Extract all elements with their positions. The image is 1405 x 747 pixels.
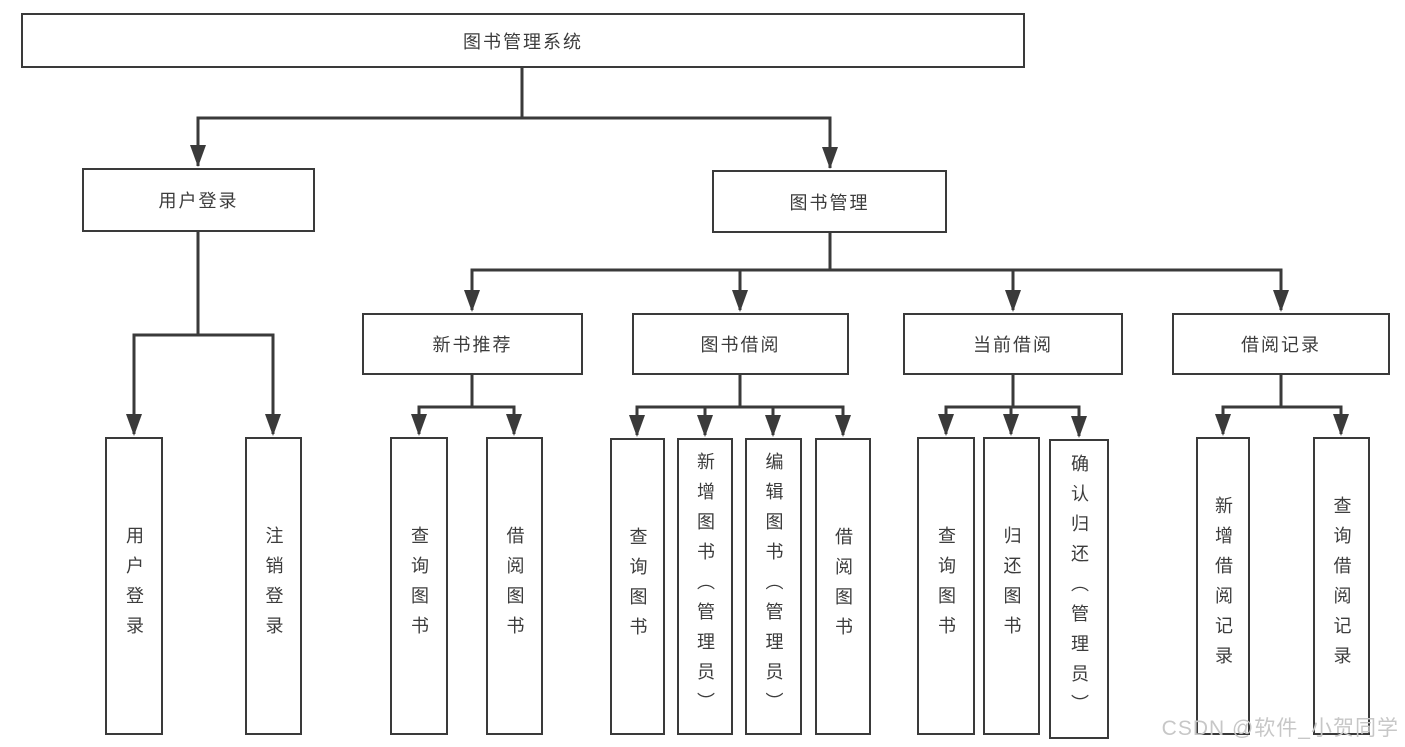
node-borrow-books-borrowing: 借阅图书 xyxy=(815,438,871,735)
connector-current-borrowing xyxy=(944,375,1081,436)
connector-borrowing-records xyxy=(1221,375,1343,434)
node-book-borrowing: 图书借阅 xyxy=(632,313,849,375)
node-user-login-leaf: 用户登录 xyxy=(105,437,163,735)
node-borrowing-records: 借阅记录 xyxy=(1172,313,1390,375)
node-query-books-borrowing: 查询图书 xyxy=(610,438,665,735)
node-root: 图书管理系统 xyxy=(21,13,1025,68)
node-add-books-admin: 新增图书（管理员） xyxy=(677,438,733,735)
node-query-books-current: 查询图书 xyxy=(917,437,975,735)
node-query-books-recommend: 查询图书 xyxy=(390,437,448,735)
node-logout: 注销登录 xyxy=(245,437,302,735)
connector-book-borrowing xyxy=(635,375,845,435)
connector-borrowing-records-arrowheads xyxy=(1215,414,1349,436)
connector-book-management xyxy=(470,233,1283,310)
connector-book-borrowing-arrowheads xyxy=(629,415,851,437)
connector-user-login xyxy=(132,232,275,434)
node-confirm-return-admin: 确认归还（管理员） xyxy=(1049,439,1109,739)
node-edit-books-admin: 编辑图书（管理员） xyxy=(745,438,802,735)
connector-root xyxy=(196,68,832,168)
connector-new-book-recommend xyxy=(417,375,516,434)
node-user-login: 用户登录 xyxy=(82,168,315,232)
watermark: CSDN @软件_小贺同学 xyxy=(1161,717,1399,740)
node-return-books: 归还图书 xyxy=(983,437,1040,735)
node-add-borrow-record: 新增借阅记录 xyxy=(1196,437,1250,735)
node-borrow-books-recommend: 借阅图书 xyxy=(486,437,543,735)
node-current-borrowing: 当前借阅 xyxy=(903,313,1123,375)
connector-new-book-recommend-arrowheads xyxy=(411,414,522,436)
node-query-borrow-record: 查询借阅记录 xyxy=(1313,437,1370,735)
connector-current-borrowing-arrowheads xyxy=(938,414,1087,438)
node-book-management: 图书管理 xyxy=(712,170,947,233)
connector-root-arrowheads xyxy=(190,145,838,169)
node-new-book-recommend: 新书推荐 xyxy=(362,313,583,375)
connector-user-login-arrowheads xyxy=(126,414,281,436)
connector-book-management-arrowheads xyxy=(464,290,1289,312)
